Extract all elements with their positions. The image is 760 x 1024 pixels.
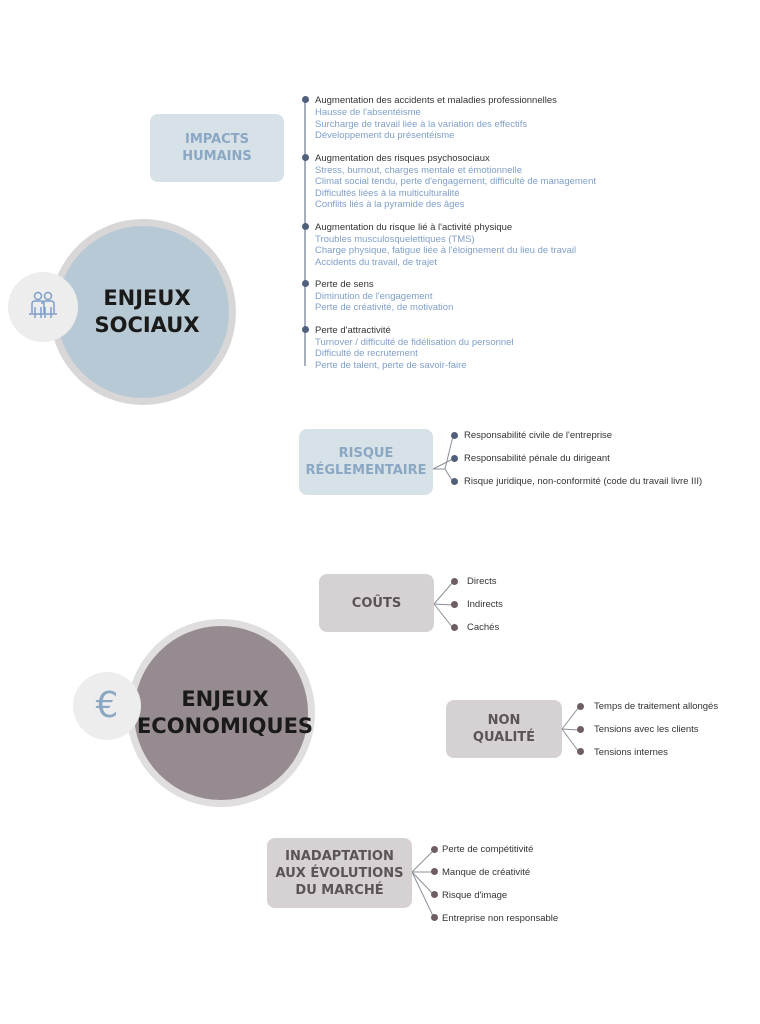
group-dot — [302, 96, 309, 103]
social-circle: ENJEUX SOCIAUX — [57, 226, 229, 398]
impact-item: Troubles musculosquelettiques (TMS) — [315, 233, 475, 245]
leaf-dot — [431, 846, 438, 853]
impact-group-head: Perte de sens — [315, 279, 374, 290]
social-icon-disc — [8, 272, 78, 342]
couts-box: COÛTS — [319, 574, 434, 632]
couts-item: Indirects — [467, 599, 503, 610]
non-qualite-box: NON QUALITÉ — [446, 700, 562, 758]
impacts-humains-box: IMPACTS HUMAINS — [150, 114, 284, 182]
impact-item: Difficulté de recrutement — [315, 348, 418, 359]
impact-item: Surcharge de travail liée à la variation… — [315, 118, 528, 130]
group-dot — [302, 154, 309, 161]
leaf-dot — [431, 891, 438, 898]
inadaptation-item: Entreprise non responsable — [442, 913, 559, 924]
social-title: ENJEUX SOCIAUX — [94, 286, 200, 337]
leaf-dot — [451, 478, 458, 485]
risque-item: Responsabilité pénale du dirigeant — [464, 453, 610, 464]
impact-item: Charge physique, fatigue liée à l'éloign… — [315, 245, 577, 256]
leaf-dot — [577, 726, 584, 733]
leaf-dot — [451, 624, 458, 631]
leaf-dot — [431, 914, 438, 921]
people-icon — [27, 290, 59, 325]
impact-item: Accidents du travail, de trajet — [315, 256, 437, 268]
euro-icon: € — [95, 685, 119, 726]
inadaptation-box: INADAPTATION AUX ÉVOLUTIONS DU MARCHÉ — [267, 838, 412, 908]
risque-item: Risque juridique, non-conformité (code d… — [464, 476, 703, 487]
impact-item: Perte de talent, perte de savoir-faire — [315, 359, 467, 371]
impact-item: Développement du présentéisme — [315, 130, 455, 141]
leaf-dot — [451, 578, 458, 585]
impact-group-head: Augmentation des accidents et maladies p… — [315, 95, 557, 106]
couts-item: Cachés — [467, 622, 500, 633]
impact-item: Turnover / difficulté de fidélisation du… — [315, 336, 514, 348]
non-qualite-item: Tensions internes — [594, 747, 668, 758]
impact-item: Stress, burnout, charges mentale et émot… — [315, 164, 523, 176]
group-dot — [302, 280, 309, 287]
non-qualite-item: Tensions avec les clients — [594, 724, 699, 735]
impact-group-head: Augmentation du risque lié à l'activité … — [315, 222, 513, 233]
leaf-dot — [577, 748, 584, 755]
group-dot — [302, 223, 309, 230]
impact-item: Perte de créativité, de motivation — [315, 302, 454, 313]
non-qualite-item: Temps de traitement allongés — [594, 701, 719, 712]
leaf-dot — [451, 455, 458, 462]
impact-item: Difficultés liées à la multiculturalité — [315, 187, 460, 199]
economic-icon-disc: € — [73, 672, 141, 740]
leaf-dot — [451, 601, 458, 608]
leaf-dot — [577, 703, 584, 710]
impact-group-head: Augmentation des risques psychosociaux — [315, 153, 490, 164]
couts-item: Directs — [467, 576, 497, 587]
impact-group-head: Perte d'attractivité — [315, 325, 391, 336]
economic-circle: ENJEUX ECONOMIQUES — [134, 626, 313, 800]
risque-item: Responsabilité civile de l'entreprise — [464, 430, 613, 441]
impact-item: Climat social tendu, perte d'engagement,… — [315, 176, 597, 187]
economic-title: ENJEUX ECONOMIQUES — [136, 687, 314, 738]
leaf-dot — [431, 868, 438, 875]
inadaptation-item: Perte de compétitivité — [442, 844, 534, 855]
impact-item: Diminution de l'engagement — [315, 290, 433, 302]
impact-item: Hausse de l'absentéisme — [315, 107, 421, 118]
impact-item: Conflits liés à la pyramide des âges — [315, 199, 465, 210]
inadaptation-item: Manque de créativité — [442, 867, 531, 878]
group-dot — [302, 326, 309, 333]
inadaptation-item: Risque d'image — [442, 890, 508, 901]
risque-reglementaire-box: RISQUE RÉGLEMENTAIRE — [299, 429, 433, 495]
leaf-dot — [451, 432, 458, 439]
